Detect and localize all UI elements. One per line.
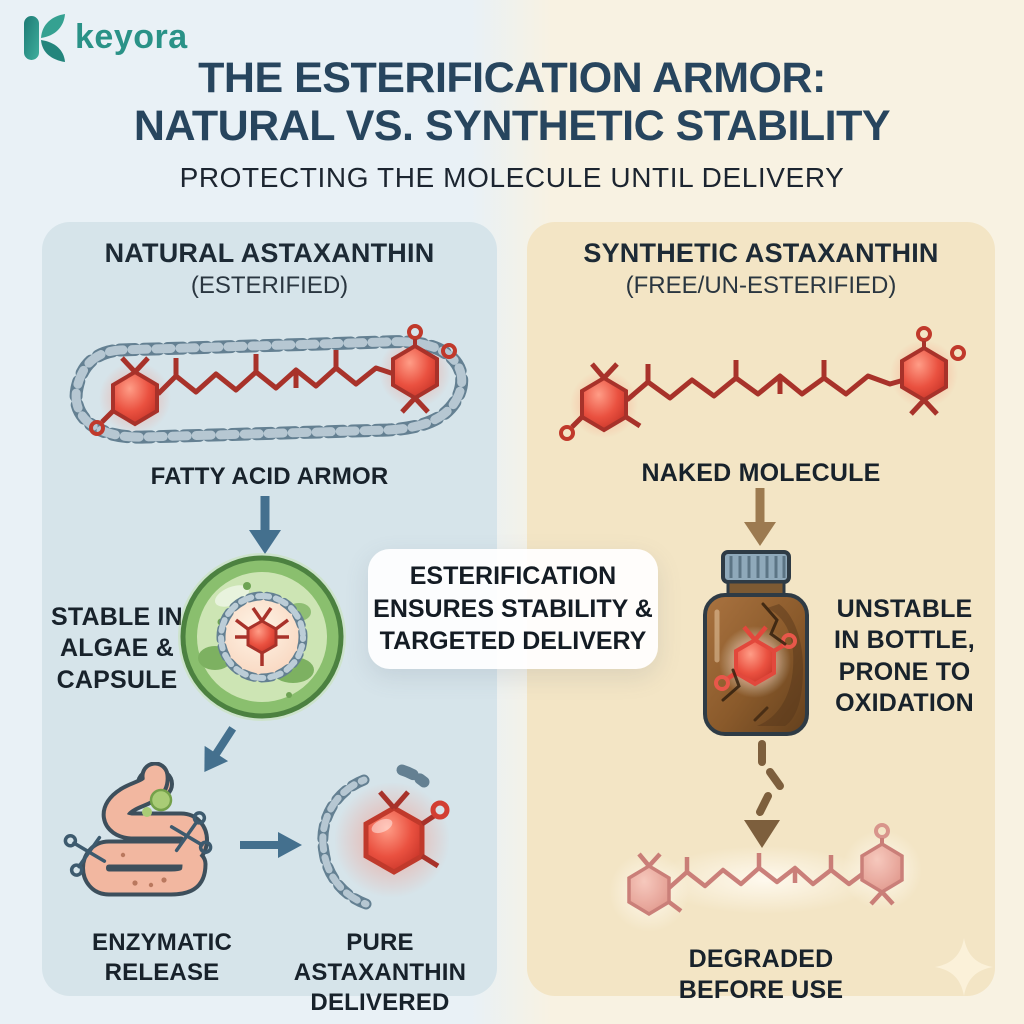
unstable-label: UNSTABLE IN BOTTLE, PRONE TO OXIDATION: [834, 595, 975, 717]
natural-panel-title: NATURAL ASTAXANTHIN: [104, 238, 435, 268]
naked-molecule-label: NAKED MOLECULE: [641, 459, 881, 487]
brand-logo: keyora: [22, 12, 188, 62]
right-arrow-icon: [240, 830, 302, 860]
callout-line3: TARGETED DELIVERY: [379, 627, 647, 656]
natural-panel: NATURAL ASTAXANTHIN (ESTERIFIED): [42, 222, 497, 1016]
page-title-line1: THE ESTERIFICATION ARMOR:: [198, 54, 826, 102]
broken-dashed-arrow-icon: [734, 740, 790, 860]
pure-delivered-label: PURE ASTAXANTHIN DELIVERED: [293, 929, 467, 1016]
synthetic-panel-title: SYNTHETIC ASTAXANTHIN: [583, 238, 939, 268]
brand-name: keyora: [75, 17, 188, 56]
degraded-molecule-icon: [607, 822, 922, 937]
callout-line2: ENSURES STABILITY &: [373, 594, 653, 623]
page-title: THE ESTERIFICATION ARMOR: NATURAL VS. SY…: [0, 54, 1024, 150]
fatty-acid-armor-label: FATTY ACID ARMOR: [150, 463, 389, 490]
down-arrow-brown-icon: [742, 488, 778, 546]
keyora-leaf-k-icon: [22, 12, 66, 62]
chain-armored-molecule-icon: [50, 310, 490, 460]
down-arrow-icon: [247, 496, 283, 554]
naked-molecule-icon: [552, 322, 972, 457]
synthetic-panel-subtitle: (FREE/UN-ESTERIFIED): [625, 272, 897, 299]
degraded-label: DEGRADED BEFORE USE: [678, 945, 844, 1005]
natural-panel-subtitle: (ESTERIFIED): [190, 272, 349, 299]
stable-label: STABLE IN ALGAE & CAPSULE: [51, 603, 183, 694]
enzymatic-release-label: ENZYMATIC RELEASE: [91, 929, 232, 986]
algae-cell-icon: [177, 552, 347, 722]
released-molecule-icon: [302, 762, 452, 912]
sparkle-icon: [933, 936, 995, 998]
page-subtitle: PROTECTING THE MOLECULE UNTIL DELIVERY: [179, 162, 845, 193]
page-title-line2: NATURAL VS. SYNTHETIC STABILITY: [133, 102, 891, 151]
callout-line1: ESTERIFICATION: [409, 562, 617, 591]
esterification-callout: ESTERIFICATION ENSURES STABILITY & TARGE…: [368, 549, 658, 669]
cracked-bottle-icon: [697, 548, 815, 740]
intestine-scissors-icon: [55, 762, 240, 924]
diagonal-arrow-icon: [190, 720, 246, 782]
